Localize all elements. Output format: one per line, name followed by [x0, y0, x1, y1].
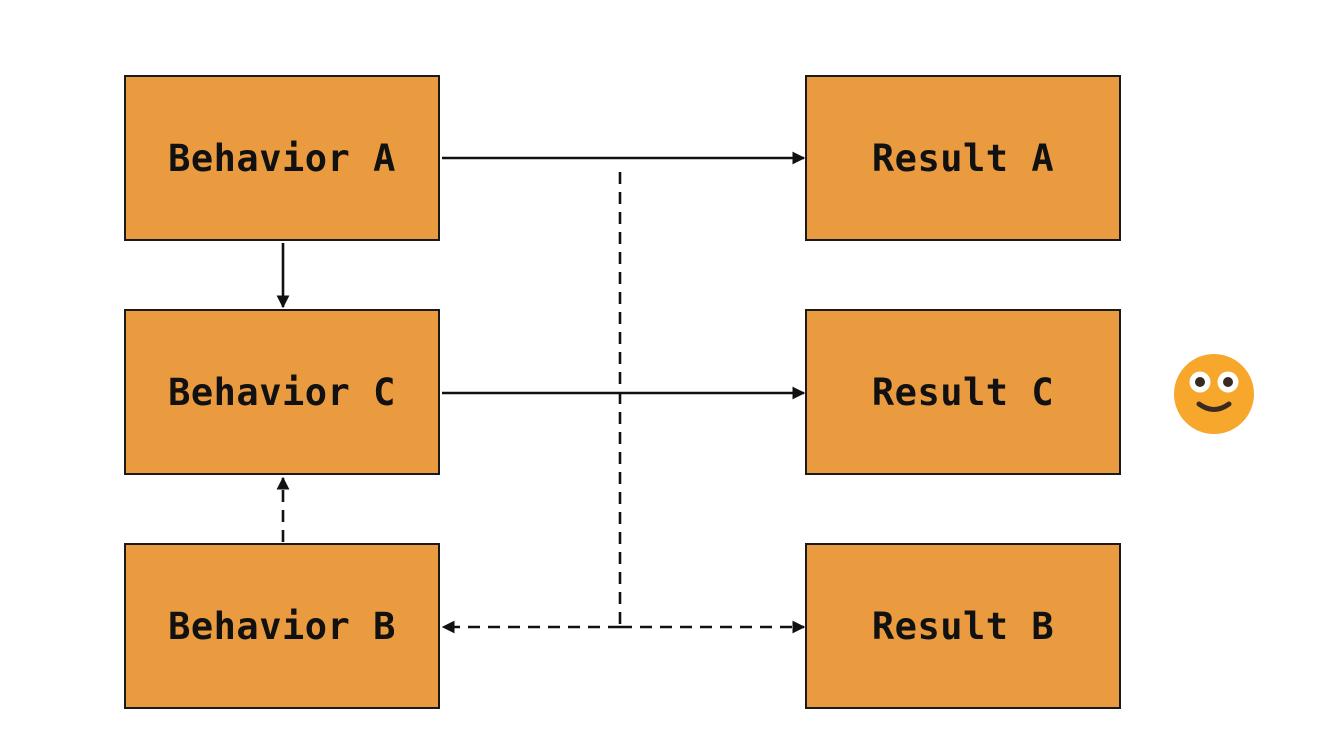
node-result-c-label: Result C	[871, 370, 1055, 414]
node-result-a: Result A	[805, 75, 1121, 241]
node-behavior-a: Behavior A	[124, 75, 440, 241]
node-result-a-label: Result A	[871, 136, 1055, 180]
node-behavior-c: Behavior C	[124, 309, 440, 475]
node-result-c: Result C	[805, 309, 1121, 475]
node-behavior-a-label: Behavior A	[168, 136, 396, 180]
node-behavior-c-label: Behavior C	[168, 370, 396, 414]
node-result-b: Result B	[805, 543, 1121, 709]
node-behavior-b: Behavior B	[124, 543, 440, 709]
node-behavior-b-label: Behavior B	[168, 604, 396, 648]
smiling-face-icon	[1174, 354, 1254, 434]
node-result-b-label: Result B	[871, 604, 1055, 648]
